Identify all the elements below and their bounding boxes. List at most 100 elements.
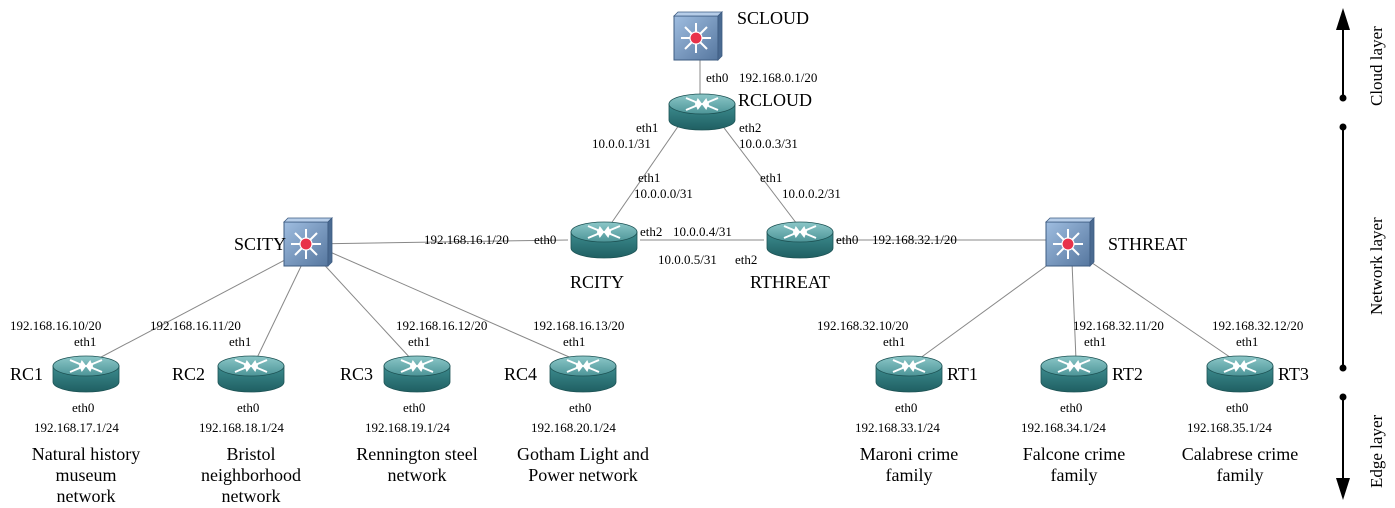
rc2-label: RC2: [172, 364, 205, 384]
edge-layer-label: Edge layer: [1367, 415, 1386, 488]
router-rc3-icon: [383, 355, 451, 393]
arrow-up-icon: [1336, 8, 1350, 30]
rc3-eth1-ip: 192.168.16.12/20: [396, 318, 487, 333]
link-scity-rc1: [87, 251, 301, 365]
rcloud-eth0-ip: 192.168.0.1/20: [739, 70, 817, 85]
rcloud-eth1-iface: eth1: [636, 120, 658, 135]
rc4-eth1-ip: 192.168.16.13/20: [533, 318, 624, 333]
rcity-eth0-iface: eth0: [534, 232, 556, 247]
router-rcity-icon: [570, 221, 638, 259]
link-sthreat-rt3: [1081, 255, 1241, 365]
rc1-eth1-iface: eth1: [74, 334, 96, 349]
router-rcloud-icon: [668, 93, 736, 131]
router-rthreat-icon: [766, 221, 834, 259]
router-rc4-icon: [549, 355, 617, 393]
rcity-eth1-ip: 10.0.0.0/31: [634, 186, 693, 201]
rc4-eth1-iface: eth1: [563, 334, 585, 349]
rcloud-eth2-ip: 10.0.0.3/31: [739, 136, 798, 151]
rt2-label: RT2: [1112, 364, 1143, 384]
switch-scity-icon: [283, 217, 333, 267]
rc3-network-line2: network: [388, 465, 447, 485]
router-rt2-icon: [1040, 355, 1108, 393]
rcity-eth2-iface: eth2: [640, 224, 662, 239]
rc1-network-line2: museum: [56, 465, 117, 485]
rt3-network-line2: family: [1217, 465, 1264, 485]
rthreat-label: RTHREAT: [750, 272, 830, 292]
rc1-eth0-iface: eth0: [72, 400, 94, 415]
rt2-eth0-iface: eth0: [1060, 400, 1082, 415]
rc2-eth0-iface: eth0: [237, 400, 259, 415]
link-rcloud-rthreat: [711, 111, 801, 229]
rc1-eth1-ip: 192.168.16.10/20: [10, 318, 101, 333]
arrow-down-icon: [1336, 478, 1350, 500]
rc4-label: RC4: [504, 364, 537, 384]
rc3-eth1-iface: eth1: [408, 334, 430, 349]
link-rcloud-rcity: [607, 111, 689, 229]
rthreat-eth2-iface: eth2: [735, 252, 757, 267]
router-rc1-icon: [52, 355, 120, 393]
rt3-eth0-ip: 192.168.35.1/24: [1187, 420, 1272, 435]
rc2-eth1-ip: 192.168.16.11/20: [150, 318, 241, 333]
layer-axis: Cloud layer Network layer Edge layer: [1336, 8, 1386, 500]
scloud-label: SCLOUD: [737, 8, 809, 28]
rc2-network-line2: neighborhood: [201, 465, 301, 485]
rc1-eth0-ip: 192.168.17.1/24: [34, 420, 119, 435]
rc2-eth0-ip: 192.168.18.1/24: [199, 420, 284, 435]
rc1-network-line1: Natural history: [32, 444, 140, 464]
router-rt3-icon: [1206, 355, 1274, 393]
rt1-label: RT1: [947, 364, 978, 384]
link-scity-rc2: [254, 257, 306, 363]
links: [87, 38, 1241, 365]
rt1-eth1-iface: eth1: [883, 334, 905, 349]
link-scity-rc3: [317, 257, 413, 361]
rc1-label: RC1: [10, 364, 43, 384]
link-scity-rcity: [309, 239, 569, 245]
rc2-eth1-iface: eth1: [229, 334, 251, 349]
rt2-eth1-ip: 192.168.32.11/20: [1073, 318, 1164, 333]
router-rc2-icon: [217, 355, 285, 393]
rthreat-eth0-iface: eth0: [836, 232, 858, 247]
rt3-network-line1: Calabrese crime: [1182, 444, 1298, 464]
rt2-eth1-iface: eth1: [1084, 334, 1106, 349]
scity-label: SCITY: [234, 234, 286, 254]
rthreat-eth2-ip: 10.0.0.5/31: [658, 252, 717, 267]
rcloud-eth1-ip: 10.0.0.1/31: [592, 136, 651, 151]
switch-sthreat-icon: [1045, 217, 1095, 267]
rt1-network-line1: Maroni crime: [860, 444, 958, 464]
rc2-network-line3: network: [222, 486, 281, 506]
rt2-network-line2: family: [1051, 465, 1098, 485]
link-sthreat-rt1: [911, 255, 1061, 365]
rt3-eth1-ip: 192.168.32.12/20: [1212, 318, 1303, 333]
rc3-eth0-iface: eth0: [403, 400, 425, 415]
rt3-eth0-iface: eth0: [1226, 400, 1248, 415]
rc3-network-line1: Rennington steel: [356, 444, 477, 464]
rthreat-eth1-iface: eth1: [760, 170, 782, 185]
link-sthreat-rt2: [1071, 261, 1077, 361]
rcloud-label: RCLOUD: [738, 90, 812, 110]
rthreat-eth1-ip: 10.0.0.2/31: [782, 186, 841, 201]
rt3-label: RT3: [1278, 364, 1309, 384]
rt1-eth0-ip: 192.168.33.1/24: [855, 420, 940, 435]
rc4-eth0-ip: 192.168.20.1/24: [531, 420, 616, 435]
rcity-eth1-iface: eth1: [638, 170, 660, 185]
rcloud-eth2-iface: eth2: [739, 120, 761, 135]
rc4-network-line2: Power network: [528, 465, 637, 485]
rc2-network-line1: Bristol: [226, 444, 275, 464]
switch-scloud-icon: [673, 11, 723, 61]
rc4-eth0-iface: eth0: [569, 400, 591, 415]
rc1-network-line3: network: [57, 486, 116, 506]
rc4-network-line1: Gotham Light and: [517, 444, 649, 464]
rthreat-eth0-ip: 192.168.32.1/20: [872, 232, 957, 247]
link-scity-rc4: [329, 251, 577, 361]
rt2-eth0-ip: 192.168.34.1/24: [1021, 420, 1106, 435]
sthreat-label: STHREAT: [1108, 234, 1187, 254]
rcity-label: RCITY: [570, 272, 624, 292]
cloud-layer-label: Cloud layer: [1367, 26, 1386, 106]
rc3-eth0-ip: 192.168.19.1/24: [365, 420, 450, 435]
rcloud-eth0-iface: eth0: [706, 70, 728, 85]
rcity-eth2-ip: 10.0.0.4/31: [673, 224, 732, 239]
rt1-network-line2: family: [886, 465, 933, 485]
rt1-eth1-ip: 192.168.32.10/20: [817, 318, 908, 333]
rc3-label: RC3: [340, 364, 373, 384]
